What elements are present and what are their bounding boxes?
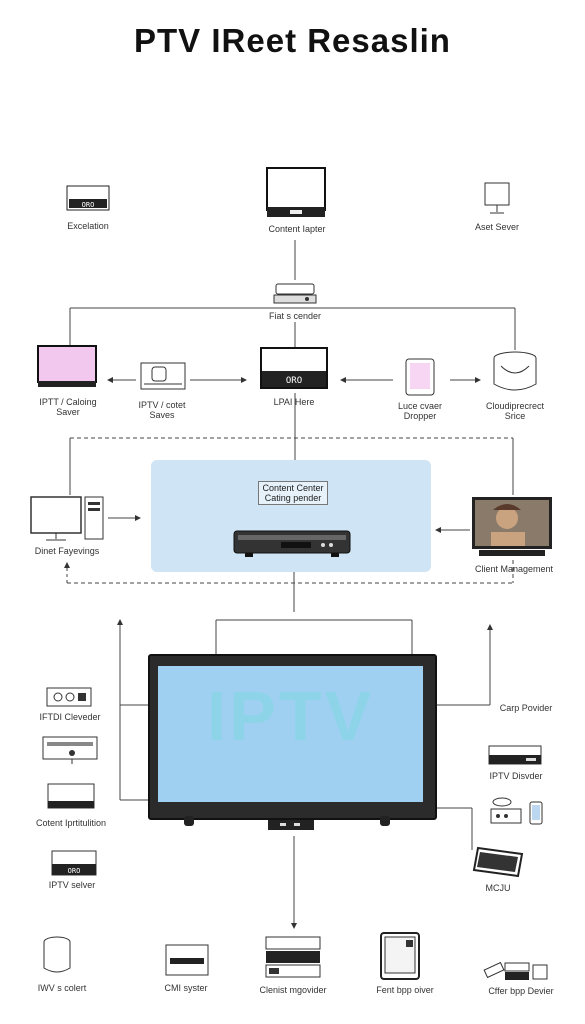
cmi-syster-label: CMI syster	[164, 983, 208, 993]
iwv-colert-label: IWV s colert	[37, 983, 87, 993]
asset-server-monitor	[483, 182, 511, 221]
carp-povider-label: Carp Povider	[499, 703, 553, 713]
iptv-catalog-label: IPTT / Caloing Saver	[39, 397, 97, 417]
clenist-mgovider-stack	[265, 936, 321, 985]
svg-text:ORO: ORO	[286, 376, 302, 386]
iptv-content-device	[140, 362, 186, 397]
content-server-label: Content Iapter	[268, 224, 326, 234]
iptv-selver-device: ORO	[51, 850, 97, 881]
mcju-label: MCJU	[485, 883, 511, 893]
iptv-disvder-label: IPTV Disvder	[489, 771, 543, 781]
large-device-tablet	[405, 358, 435, 401]
clenist-mgovider-label: Clenist mgovider	[259, 985, 327, 995]
iptdi-cleveder-device	[46, 687, 92, 712]
page-title: PTV IReet Resaslin	[134, 22, 451, 59]
large-device-label: Luce cvaer Dropper	[397, 401, 443, 421]
content-iptitulition-device	[47, 783, 95, 816]
fent-bpp-phone	[380, 932, 420, 985]
lpai-here-label: LPAI Here	[273, 397, 315, 407]
direct-fayevings-label: Dinet Fayevings	[34, 546, 100, 556]
iptdi-cleveder-label: IFTDI Cleveder	[39, 712, 101, 722]
cffer-bpp-label: Cffer bpp Devier	[488, 986, 554, 996]
svg-text:ORO: ORO	[82, 201, 95, 209]
tv-screen-text: IPTV	[206, 677, 375, 755]
svg-text:ORO: ORO	[68, 867, 81, 875]
excelation-label: Excelation	[67, 221, 109, 231]
client-management-label: Client Management	[474, 564, 554, 574]
iptv-disvder-device	[488, 745, 542, 774]
set-top-box	[233, 528, 351, 563]
client-management-monitor	[471, 496, 553, 563]
fiat-provider-label: Fiat s cender	[268, 311, 322, 321]
content-server-monitor	[266, 167, 326, 224]
asset-server-label: Aset Sever	[474, 222, 520, 232]
iwv-colert-drum	[42, 936, 72, 981]
lpai-here-device: ORO	[260, 347, 328, 396]
fiat-provider-device	[273, 283, 317, 312]
cmi-syster-device	[165, 944, 209, 983]
cloud-service-label: Cloudiprecrect Srice	[485, 401, 545, 421]
content-iptitulition-label: Cotent Iprtitulition	[35, 818, 107, 828]
content-center-label: Content Center Cating pender	[258, 481, 328, 505]
cffer-bpp-devices	[483, 960, 551, 987]
fent-bpp-label: Fent bpp oiver	[376, 985, 434, 995]
iptv-content-label: IPTV / cotet Saves	[138, 400, 186, 420]
iptv-catalog-monitor	[37, 345, 99, 396]
direct-fayevings-workstation	[30, 496, 106, 547]
left-router-device	[42, 733, 98, 770]
tv-screen	[158, 666, 423, 802]
excelation-device: ORO	[66, 185, 110, 216]
iptv-selver-label: IPTV selver	[48, 880, 96, 890]
tv-feet	[180, 814, 400, 839]
right-devices-cluster	[490, 796, 548, 833]
mcju-device	[472, 846, 524, 883]
cloud-service-drum	[491, 350, 539, 399]
